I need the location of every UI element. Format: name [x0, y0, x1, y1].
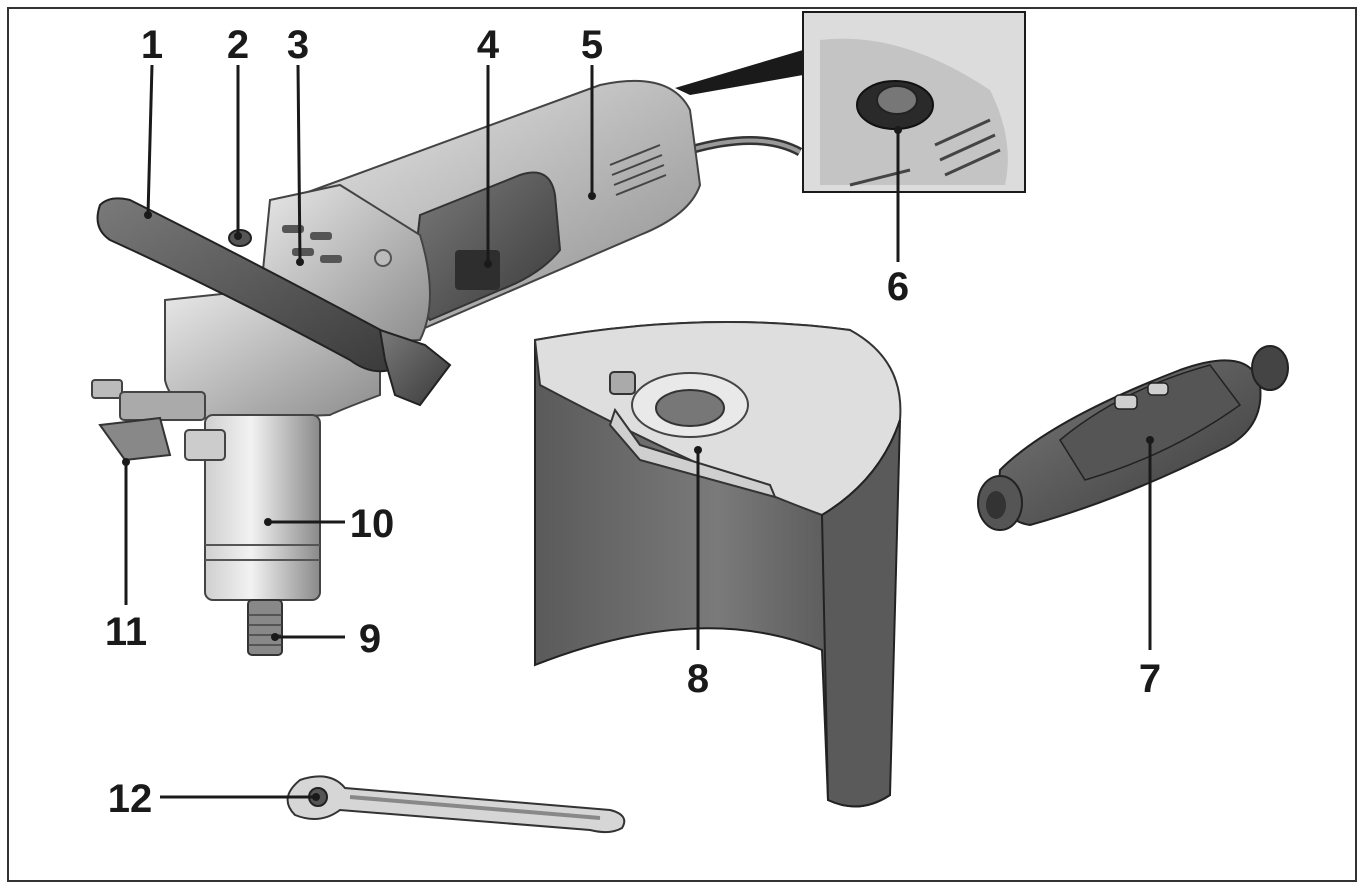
speed-selector-inset: [675, 11, 1026, 193]
pcb-device-illustration: [977, 345, 1289, 531]
callout-10: 10: [350, 502, 395, 546]
callout-5: 5: [581, 23, 603, 67]
figure-border: [7, 7, 1357, 882]
leader-lines: [122, 64, 1154, 801]
spanner-illustration: [286, 775, 626, 834]
callout-12: 12: [108, 777, 153, 821]
callout-2: 2: [227, 23, 249, 67]
callout-4: 4: [477, 23, 500, 67]
callout-11: 11: [105, 610, 147, 654]
callout-6: 6: [887, 265, 909, 309]
spindle-shape: [247, 599, 283, 656]
callout-7: 7: [1139, 657, 1161, 701]
callout-1: 1: [141, 23, 163, 67]
water-valve-shape: [91, 379, 226, 462]
guard-illustration: [533, 321, 902, 808]
callout-8: 8: [687, 657, 709, 701]
callout-9: 9: [359, 617, 381, 661]
callout-3: 3: [287, 23, 309, 67]
callout-labels: 1 2 3 4 5 6 7 8 9 10 11 12: [105, 23, 1161, 821]
